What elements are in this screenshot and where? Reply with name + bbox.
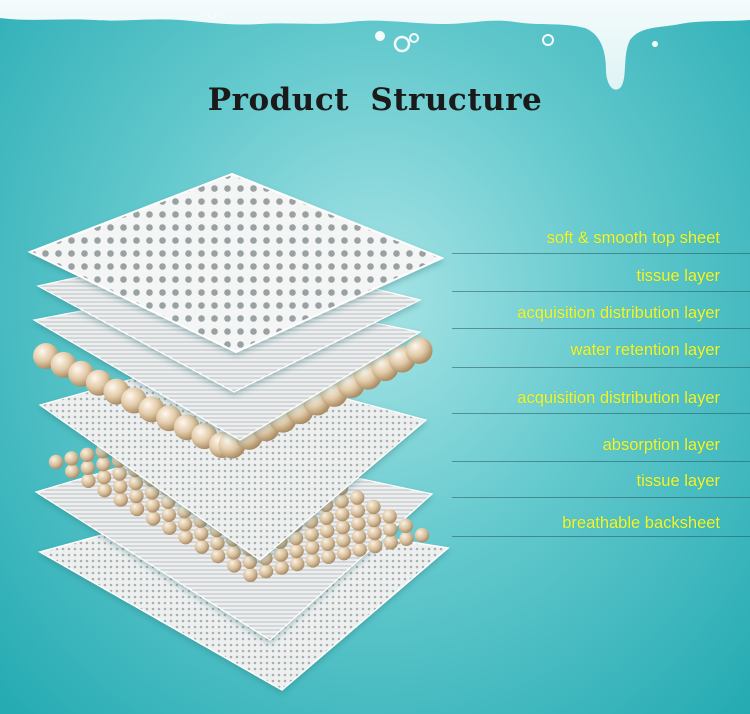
bead: [336, 546, 352, 561]
bead: [414, 528, 430, 543]
bead: [383, 522, 398, 537]
label-tissue-layer-upper: tissue layer: [636, 267, 720, 285]
bead: [368, 538, 383, 554]
bead: [146, 511, 161, 526]
bead: [367, 525, 382, 541]
bead: [274, 560, 289, 575]
bead: [366, 499, 381, 515]
bead: [80, 447, 95, 462]
bead: [350, 503, 365, 518]
bead: [351, 529, 367, 544]
bead: [129, 488, 144, 504]
label-tissue-layer-lower: tissue layer: [636, 472, 720, 490]
bead: [242, 554, 257, 569]
bead: [177, 517, 193, 532]
bead: [113, 479, 128, 494]
bead: [319, 510, 334, 525]
top-sheet-layer: [27, 172, 445, 354]
label-absorption-layer: absorption layer: [602, 436, 720, 454]
bead: [97, 483, 112, 498]
bead: [382, 509, 397, 524]
label-water-retention-layer: water retention layer: [570, 341, 721, 359]
bead: [305, 553, 320, 568]
label-breathable-backsheet: breathable backsheet: [562, 514, 720, 532]
bead: [194, 539, 209, 554]
bead: [383, 535, 398, 550]
bead: [350, 490, 365, 505]
bead: [145, 498, 160, 513]
leader-line: [452, 461, 750, 462]
label-top-sheet: soft & smooth top sheet: [546, 229, 720, 247]
bead: [80, 460, 96, 475]
bead: [112, 466, 127, 481]
bead: [113, 492, 128, 507]
bead: [129, 501, 145, 517]
bead: [320, 536, 335, 551]
bead: [161, 507, 176, 522]
leader-line: [452, 253, 750, 254]
bead: [65, 464, 80, 479]
bead: [335, 520, 350, 535]
bead: [128, 475, 143, 491]
leader-line: [452, 291, 750, 292]
label-acquisition-layer-lower: acquisition distribution layer: [517, 389, 720, 407]
bead: [321, 549, 336, 564]
bead: [81, 473, 96, 488]
bead: [48, 454, 64, 470]
bead: [64, 451, 79, 466]
page-title: Product Structure: [207, 82, 543, 118]
bead: [210, 535, 225, 551]
bead: [352, 542, 367, 557]
bead: [273, 547, 289, 562]
bead: [288, 530, 304, 546]
bead: [290, 556, 305, 572]
bead: [398, 518, 413, 533]
bead: [320, 523, 335, 538]
bead: [144, 485, 160, 500]
bead: [399, 531, 414, 546]
leader-line: [452, 328, 750, 329]
leader-line: [452, 536, 750, 537]
label-acquisition-layer-upper: acquisition distribution layer: [517, 304, 720, 322]
bead: [96, 457, 111, 472]
leader-line: [452, 413, 750, 414]
bead: [210, 548, 226, 564]
bead: [178, 530, 193, 545]
bead: [226, 545, 241, 560]
bead: [304, 527, 319, 542]
bead: [96, 470, 112, 485]
bead: [336, 533, 351, 548]
leader-line: [452, 367, 750, 368]
bead: [334, 494, 349, 509]
bead: [405, 336, 433, 364]
bead: [227, 558, 242, 573]
milk-drip-decoration: [0, 0, 750, 90]
bead: [194, 526, 209, 541]
bead: [162, 520, 177, 535]
bead: [289, 543, 304, 559]
bead: [351, 516, 366, 531]
bead: [243, 567, 258, 582]
bead: [305, 540, 320, 555]
bead: [335, 507, 350, 522]
bead: [366, 512, 382, 528]
bead: [258, 564, 274, 579]
leader-line: [452, 497, 750, 498]
